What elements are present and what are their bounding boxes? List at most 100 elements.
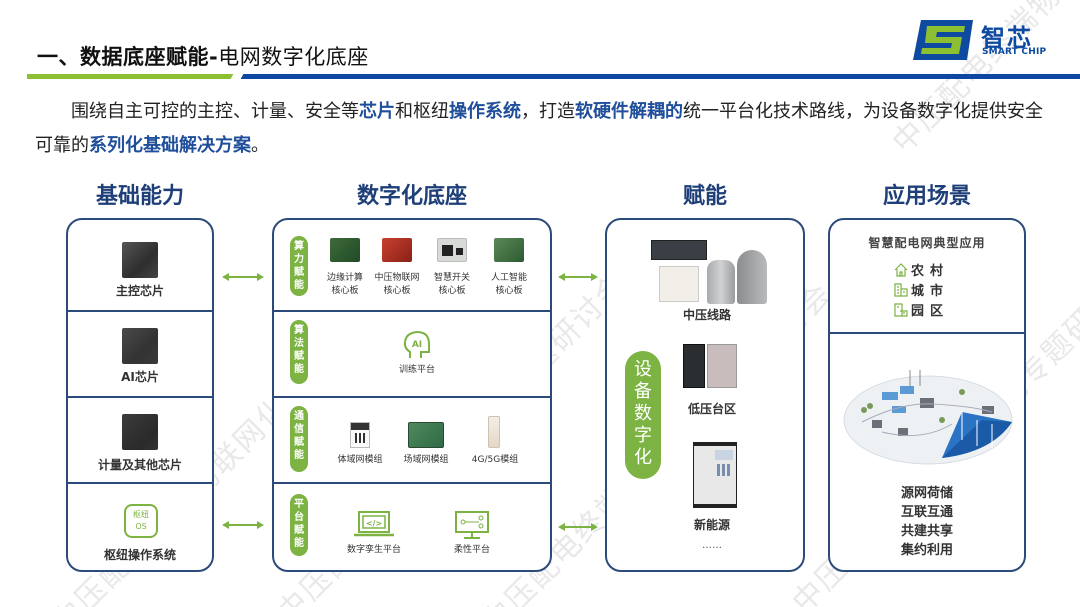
- logo-en-text: SMART CHIP: [982, 47, 1047, 57]
- scenario-row-city: 城市: [894, 280, 949, 299]
- section-platform: 平台赋能 </> 数字孪生平台 柔性平台: [274, 484, 550, 570]
- module-label: 体域网模组: [337, 455, 383, 465]
- flexible-platform-monitor-icon: [455, 511, 489, 539]
- intro-highlight: 芯片: [359, 101, 395, 122]
- lv-terminal-device-image: [683, 344, 705, 388]
- intro-highlight: 系列化基础解决方案: [89, 135, 251, 156]
- smart-switch-board-image: [437, 238, 467, 262]
- basic-item-label: 计量及其他芯片: [97, 458, 182, 472]
- edge-computing-board-image: [330, 238, 360, 262]
- basic-item-label: 主控芯片: [115, 284, 164, 298]
- section-computing: 算力赋能 边缘计算核心板 中压物联网核心板 智慧开关核心板 人工智能核心板: [274, 220, 550, 312]
- mv-sensor-device-image: [707, 260, 735, 304]
- lv-meter-device-image: [707, 344, 737, 388]
- intro-highlight: 操作系统: [449, 101, 521, 122]
- heading-empower: 赋能: [682, 184, 727, 209]
- smart-grid-illustration: [843, 370, 1013, 465]
- board-label: 边缘计算核心板: [326, 273, 363, 296]
- benefit-item: 互联互通: [900, 505, 953, 520]
- basic-item-metering-chip: 计量及其他芯片: [68, 398, 212, 484]
- ai-head-icon: AI: [403, 330, 430, 358]
- mv-camera-device-image: [737, 250, 767, 304]
- more-ellipsis: ……: [702, 540, 722, 551]
- basic-item-os: 枢纽 OS 枢纽操作系统: [68, 484, 212, 570]
- section-communication: 通信赋能 体域网模组 场域网模组 4G/5G模组: [274, 398, 550, 484]
- double-arrow-icon: [222, 273, 264, 281]
- intro-text: 。: [251, 135, 269, 156]
- board-label: 中压物联网核心板: [374, 273, 420, 296]
- heading-scenario: 应用场景: [882, 184, 971, 209]
- chip-icon: [122, 242, 158, 278]
- metering-chip-icon: [122, 414, 158, 450]
- basic-item-ai-chip: AI芯片: [68, 312, 212, 398]
- body-area-module-image: [350, 422, 370, 448]
- mv-terminal-device-image: [651, 240, 707, 260]
- double-arrow-icon: [222, 521, 264, 529]
- page-title-regular: 电网数字化底座: [218, 45, 369, 69]
- heading-basic-capability: 基础能力: [95, 184, 184, 209]
- double-arrow-icon: [558, 273, 598, 281]
- device-label: 新能源: [693, 518, 730, 532]
- panel-empower: 中压线路 设备数字化 低压台区 新能源 ……: [605, 218, 805, 572]
- board-label: 人工智能核心板: [490, 273, 527, 296]
- heading-digital-base: 数字化底座: [356, 184, 467, 209]
- svg-text:</>: </>: [366, 519, 382, 528]
- benefit-item: 集约利用: [900, 543, 953, 558]
- smartchip-logo: 智芯 SMART CHIP: [913, 18, 1063, 66]
- scenario-typical-apps: 智慧配电网典型应用 农村 城市 园区: [830, 220, 1024, 334]
- benefit-item: 共建共享: [900, 524, 953, 539]
- benefit-item: 源网荷储: [900, 486, 953, 501]
- mv-iot-board-image: [382, 238, 412, 262]
- logo-cn-text: 智芯: [981, 24, 1033, 52]
- tag-communication: 通信赋能: [290, 406, 308, 472]
- device-label: 中压线路: [682, 308, 731, 322]
- intro-text: ，打造: [521, 101, 575, 122]
- double-arrow-icon: [558, 523, 598, 531]
- basic-item-main-chip: 主控芯片: [68, 220, 212, 312]
- title-underline-green: [27, 74, 235, 79]
- new-energy-device-image: [693, 442, 737, 508]
- scenario-row-park: 园区: [894, 300, 949, 319]
- intro-paragraph: 围绕自主可控的主控、计量、安全等芯片和枢纽操作系统，打造软硬件解耦的统一平台化技…: [35, 95, 1045, 163]
- building-icon: [894, 283, 908, 297]
- module-label: 4G/5G模组: [471, 455, 519, 465]
- basic-item-label: AI芯片: [121, 370, 159, 384]
- tag-device-digitalization: 设备数字化: [625, 351, 661, 479]
- scenario-title: 智慧配电网典型应用: [868, 236, 986, 250]
- page-title-bold: 一、数据底座赋能-: [37, 45, 219, 69]
- intro-highlight: 软硬件解耦的: [575, 101, 683, 122]
- flexible-platform-label: 柔性平台: [453, 545, 490, 555]
- tag-computing: 算力赋能: [290, 236, 308, 296]
- tag-algorithm: 算法赋能: [290, 320, 308, 384]
- scenario-smart-grid: 源网荷储 互联互通 共建共享 集约利用: [830, 334, 1024, 570]
- benefit-list: 源网荷储 互联互通 共建共享 集约利用: [830, 484, 1024, 560]
- intro-text: 围绕自主可控的主控、计量、安全等: [71, 101, 359, 122]
- tag-platform: 平台赋能: [290, 494, 308, 556]
- basic-item-label: 枢纽操作系统: [103, 548, 176, 562]
- scenario-row-rural: 农村: [894, 260, 949, 279]
- panel-basic-capability: 主控芯片 AI芯片 计量及其他芯片 枢纽 OS 枢纽操作系统: [66, 218, 214, 572]
- svg-text:AI: AI: [412, 340, 422, 350]
- laptop-code-icon: </>: [354, 511, 394, 537]
- module-label: 场域网模组: [403, 455, 449, 465]
- page-title: 一、数据底座赋能-电网数字化底座: [37, 41, 369, 71]
- device-label: 低压台区: [687, 402, 736, 416]
- ai-chip-icon: [122, 328, 158, 364]
- mv-dtu-device-image: [659, 266, 699, 302]
- os-icon-text: 枢纽: [133, 510, 149, 519]
- panel-scenario: 智慧配电网典型应用 农村 城市 园区 源网荷储 互联互通 共建共享 集约利用: [828, 218, 1026, 572]
- os-icon: 枢纽 OS: [124, 504, 158, 538]
- panel-digital-base: 算力赋能 边缘计算核心板 中压物联网核心板 智慧开关核心板 人工智能核心板 算法…: [272, 218, 552, 572]
- ai-board-image: [494, 238, 524, 262]
- intro-text: 统一平台化技术路线，为设备数字化提供安全可靠的: [35, 101, 1043, 156]
- cellular-module-image: [488, 416, 500, 448]
- section-algorithm: 算法赋能 AI 训练平台: [274, 312, 550, 398]
- house-icon: [894, 263, 908, 277]
- intro-text: 和枢纽: [395, 101, 449, 122]
- training-platform-label: 训练平台: [398, 365, 435, 375]
- field-area-module-image: [408, 422, 444, 448]
- logo-mark-icon: [913, 20, 973, 60]
- title-underline-blue: [241, 74, 1080, 79]
- park-icon: [894, 303, 908, 317]
- board-label: 智慧开关核心板: [433, 273, 470, 296]
